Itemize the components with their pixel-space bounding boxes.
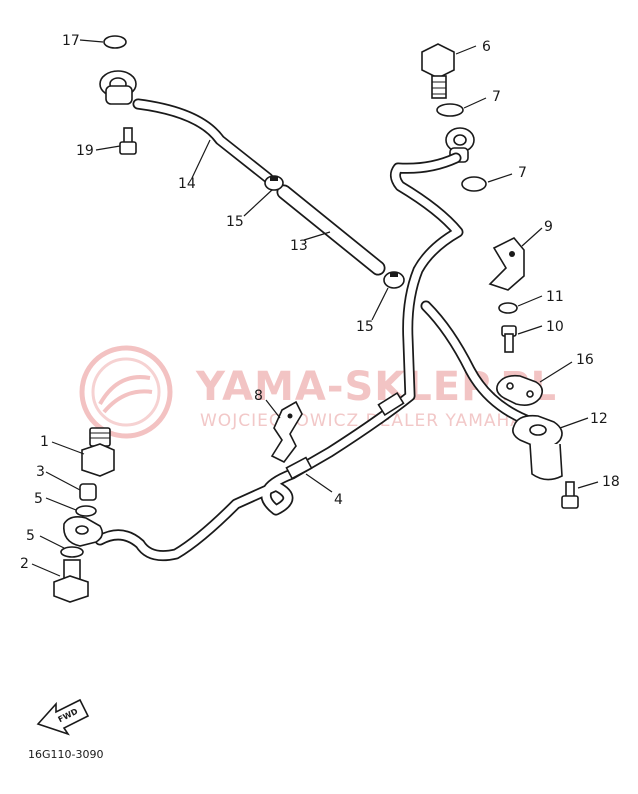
callout-6: 6: [482, 39, 491, 55]
pipe-right-branch: [420, 300, 532, 426]
o-ring-7-upper: [436, 103, 464, 117]
gasket-16: [496, 374, 544, 406]
callout-1: 1: [40, 434, 49, 450]
bolt-19: [119, 127, 137, 155]
callout-15-lower: 15: [356, 319, 374, 335]
hose-clamp-15-lower: [383, 271, 405, 289]
callout-3: 3: [36, 464, 45, 480]
callout-18: 18: [602, 474, 620, 490]
pipe-14: [132, 98, 274, 184]
callout-11: 11: [546, 289, 564, 305]
bracket-9: [488, 237, 525, 291]
drawing-code: 16G110-3090: [28, 748, 103, 761]
o-ring-5-upper: [75, 505, 97, 517]
callout-12: 12: [590, 411, 608, 427]
o-ring-17: [103, 35, 127, 49]
washer-11: [498, 302, 518, 314]
o-ring-5-lower: [60, 546, 84, 558]
callout-7-upper: 7: [492, 89, 501, 105]
hose-13: [276, 184, 386, 276]
pipe-4: [94, 152, 464, 562]
callout-9: 9: [544, 219, 553, 235]
callout-8: 8: [254, 388, 263, 404]
callout-16: 16: [576, 352, 594, 368]
bolt-10: [501, 325, 517, 353]
callout-5-upper: 5: [34, 491, 43, 507]
bolt-18: [561, 481, 579, 509]
hose-clamp-15-upper: [264, 175, 284, 191]
banjo-fitting-top: [99, 70, 137, 105]
callout-15-upper: 15: [226, 214, 244, 230]
callout-7-lower: 7: [518, 165, 527, 181]
banjo-fitting-left: [63, 516, 104, 547]
union-bolt-6: [421, 43, 455, 99]
o-ring-7-lower: [461, 176, 487, 192]
callout-5-lower: 5: [26, 528, 35, 544]
fitting-3: [79, 483, 97, 501]
banjo-fitting-right: [445, 127, 475, 163]
callout-10: 10: [546, 319, 564, 335]
fitting-1: [81, 427, 115, 477]
callout-13: 13: [290, 238, 308, 254]
watermark-logo-icon: [79, 345, 173, 439]
callout-14: 14: [178, 176, 196, 192]
forward-arrow-icon: FWD: [36, 698, 90, 736]
callout-17: 17: [62, 33, 80, 49]
callout-19: 19: [76, 143, 94, 159]
leader-lines: [31, 39, 599, 577]
callout-4: 4: [334, 492, 343, 508]
union-bolt-2: [53, 559, 89, 603]
flange-fitting-12: [512, 414, 563, 481]
callouts: 17 6 7 7 19 14 15 13 9 15 11 10 16 8 12 …: [20, 33, 620, 572]
callout-2: 2: [20, 556, 29, 572]
